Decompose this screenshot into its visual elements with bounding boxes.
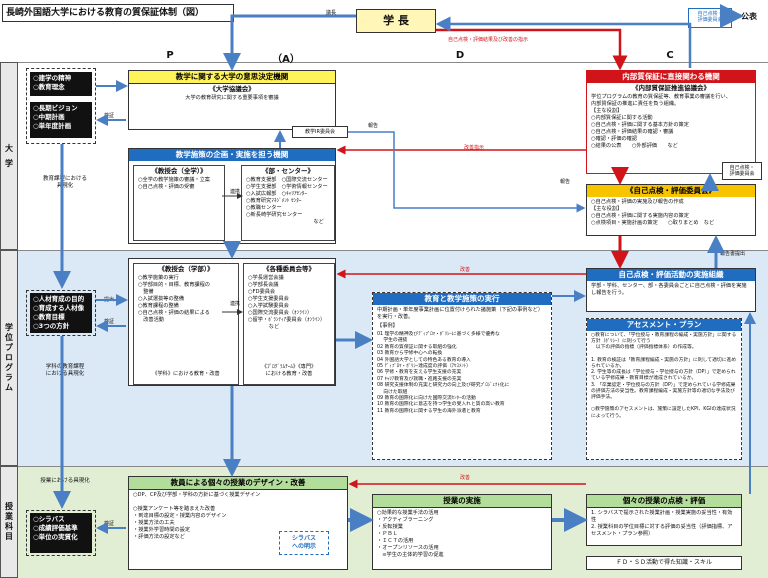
left-note-dept: 学科の教育課程 における具現化	[45, 364, 85, 377]
execution-header: 教育と教学施策の実行	[373, 293, 551, 305]
arrow-president-decision	[223, 14, 356, 71]
design-header: 教員による個々の授業のデザイン・改善	[129, 477, 347, 490]
left-note-curriculum: 教育課程における 具現化	[42, 176, 87, 189]
page-title: 長崎外国語大学における教育の質保証体制（図）	[2, 4, 234, 22]
assessment-box: アセスメント・プラン ○教育について、「学位授与・教育課程の編成・実施方針」に関…	[586, 318, 742, 460]
column-head-c: C	[666, 50, 674, 61]
column-head-p: P	[166, 50, 174, 61]
implementation-text: 学部・学科、センター、部・各委員会ごとに自己点検・評価を実施し報告を行う。	[591, 283, 747, 296]
label-verify3: 検証	[104, 521, 115, 527]
label-verify1: 検証	[104, 113, 115, 119]
program-policy-box: ○人材育成の目的 ○育成する人材像 ○教育目標 ○3つの方針	[30, 293, 92, 333]
syllabus-tag: シラバス への明示	[279, 531, 329, 555]
syllabus-box: ○シラバス ○成績評価基準 ○単位の実質化	[30, 513, 92, 553]
self-eval-committee-tag-side: 自己点検・ 評価委員会	[722, 162, 762, 180]
committees-sub: 《各種委員会等》	[263, 265, 315, 273]
internal-qa-box: 内部質保証に直接関わる機関 《内部質保証推進協議会》 学位プログラムの教育の質保…	[586, 70, 756, 174]
departments-sub: 《部・センター》	[262, 167, 314, 175]
execution-box: 教育と教学施策の実行 中期計画・単年度事業計画に位置付けられた諸施策（下記の事例…	[372, 292, 552, 460]
faculty-meeting-list: ○教学施策の実行 ○学部目的・目標、教育課程の 整備 ○入試選抜等の整備 ○教育…	[138, 275, 210, 323]
course-dashed-frame	[26, 510, 96, 556]
side-label-program: 学位プログラム	[0, 250, 18, 466]
execution-sub: 【事例】	[377, 323, 398, 329]
arrow-president-qa	[436, 28, 628, 71]
faculty-meeting-all-list: ○全学の教学施策の審議・立案 ○自己点検・評価の受審	[138, 177, 210, 190]
label-report: 報告	[368, 123, 379, 129]
implementation-box: 自己点検・評価活動の実施組織 学部・学科、センター、部・各委員会ごとに自己点検・…	[586, 268, 756, 312]
implementation-header: 自己点検・評価活動の実施組織	[587, 269, 755, 281]
label-collab2: 連携	[230, 301, 241, 307]
faculty-footer: 《学科》における教育・改善	[152, 371, 220, 377]
label-improve1: 改善	[460, 267, 471, 273]
label-report-upload: 報告書提出	[720, 251, 746, 257]
label-improve-instruct: 改善指示	[464, 145, 485, 151]
vision-box: ○長期ビジョン ○中期計画 ○単年度計画	[30, 102, 92, 138]
decision-header: 教学に関する大学の意思決定機関	[129, 71, 335, 84]
internal-qa-sub: 《内部質保証推進協議会》	[632, 84, 710, 92]
internal-qa-header: 内部質保証に直接関わる機関	[587, 71, 755, 83]
decision-sub: 《大学協議会》	[209, 85, 255, 93]
faculty-meeting-sub: 《教授会（学部）》	[158, 265, 214, 273]
design-list: ○DP、CP及び学部・学科の方針に基づく授業デザイン ○授業アンケート等を踏まえ…	[133, 492, 261, 540]
left-note-class: 授業における具現化	[40, 478, 90, 484]
decision-text: 大学の教育研究に関する重要事項を審議	[185, 95, 279, 101]
class-eval-header: 個々の授業の点検・評価	[587, 495, 741, 508]
publication-label: 公表	[741, 12, 757, 21]
class-exec-header: 授業の実施	[373, 495, 551, 508]
label-appoint: 議長	[326, 10, 337, 16]
column-head-a: （A）	[272, 54, 300, 65]
program-dashed-frame	[26, 290, 96, 336]
ir-committee-box: 教学IR委員会	[292, 126, 348, 138]
label-instruct-red: 自己点検・評価結果及び改善の指示	[448, 37, 529, 43]
faculty-meeting-all-sub: 《教授会（全学）》	[151, 167, 207, 175]
mission-box: ○建学の精神 ○教育理念	[30, 72, 92, 96]
side-label-university: 大 学	[0, 62, 18, 250]
label-report2: 報告	[560, 179, 571, 185]
execution-intro: 中期計画・単年度事業計画に位置付けられた諸施策（下記の事例など）を実行・改善。	[377, 307, 544, 320]
label-collab: 連携	[230, 189, 241, 195]
label-improve2: 改善	[460, 475, 471, 481]
decision-making-box: 教学に関する大学の意思決定機関 《大学協議会》 大学の教育研究に関する重要事項を…	[128, 70, 336, 130]
committees-list: ○学長運営会議 ○学部長会議 ○FD委員会 ○学生支援委員会 ○入学試験委員会 …	[248, 275, 326, 330]
arrow-qa-president	[435, 16, 692, 68]
label-verify2: 検証	[104, 319, 115, 325]
execution-list: 01 理学の精神及びﾃﾞｨﾌﾟﾛﾏ・ﾎﾟﾘｼｰに基づく多様で優秀な 学生の選抜 …	[377, 332, 510, 414]
departments-list: ○教育支援部 ○国際交流センター ○学生支援部 ○学術情報センター ○入試広報部…	[246, 177, 328, 225]
planning-header: 教学施策の企画・実施を担う機関	[129, 149, 335, 161]
assessment-list: ○教育について、「学位授与・教育課程の編成・実施方針」に関する方針（ﾎﾟﾘｼｰ）…	[591, 333, 737, 419]
internal-qa-list: 学位プログラムの教育の質保証等、教育事業の審議を行い、 内部質保証の推進に責任を…	[591, 94, 731, 149]
design-box: 教員による個々の授業のデザイン・改善 ○DP、CP及び学部・学科の方針に基づく授…	[128, 476, 348, 570]
committees-footer: 《ﾌﾟﾛｸﾞﾗﾑﾁｰﾑ》《専門》 における教育・改善	[261, 364, 317, 377]
fd-sd-box: ＦＤ・ＳＤ活動で得た知識・スキル	[586, 556, 742, 570]
self-eval-box: 《自己点検・評価委員会》 ○自己点検・評価の実施及び報告の作成 【主な役割】 ○…	[586, 184, 756, 236]
column-head-d: D	[455, 50, 465, 61]
arrow-ir-selfeval	[348, 131, 586, 213]
class-eval-list: 1. シラバスで提示された授業計画・授業実施の妥当性・有効性 2. 授業科目の学…	[591, 510, 733, 537]
assessment-header: アセスメント・プラン	[587, 319, 741, 331]
class-exec-list: ○効果的な授業手法の活用 ・アクティブラーニング ・反転授業 ・ＰＢＬ ・ＩＣＴ…	[377, 510, 444, 558]
faculty-box: 《教授会（学部）》 ○教学施策の実行 ○学部目的・目標、教育課程の 整備 ○入試…	[128, 258, 336, 386]
self-eval-list: ○自己点検・評価の実施及び報告の作成 【主な役割】 ○自己点検・評価に関する実施…	[591, 199, 715, 226]
president-box: 学 長	[356, 9, 436, 33]
class-exec-box: 授業の実施 ○効果的な授業手法の活用 ・アクティブラーニング ・反転授業 ・ＰＢ…	[372, 494, 552, 570]
